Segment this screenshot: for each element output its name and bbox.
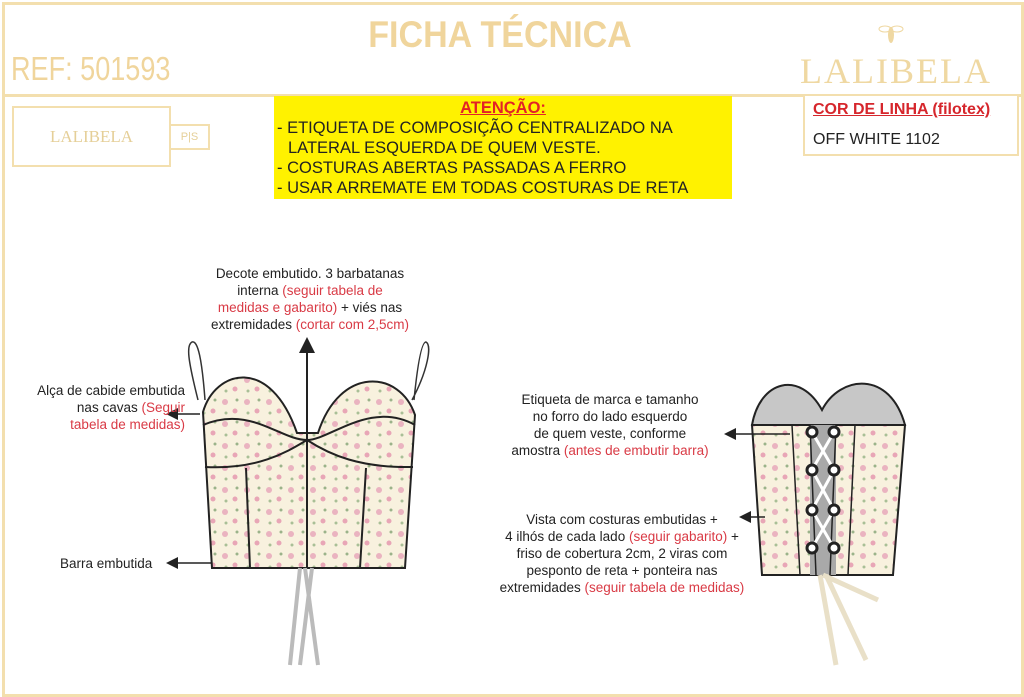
note-red-text: medidas e gabarito) [217, 300, 338, 315]
note-text: interna [237, 283, 283, 298]
note-text: + [727, 529, 739, 544]
note-red-text: (seguir tabela de [282, 283, 383, 298]
note-text: extremidades [210, 317, 296, 332]
thread-color-value: OFF WHITE 1102 [813, 131, 940, 148]
note-line: friso de cobertura 2cm, 2 viras com [516, 546, 728, 561]
brand-logo: LALIBELA [800, 51, 992, 91]
reference-number: REF: 501593 [11, 50, 171, 87]
note-line: Alça de cabide embutida [37, 383, 185, 398]
size-label: P|S [169, 124, 210, 150]
note-text: + viés nas [337, 300, 403, 315]
front-view-garment [187, 341, 430, 666]
note-text: nas cavas [76, 400, 142, 415]
note-red-text: (seguir tabela de medidas) [584, 580, 745, 595]
header-divider [2, 94, 1024, 97]
note-line: Etiqueta de marca e tamanho [521, 392, 699, 407]
etiqueta-note: Etiqueta de marca e tamanho no forro do … [480, 391, 740, 459]
note-line: pesponto de reta + ponteira nas [526, 563, 718, 578]
bee-logo-icon [878, 25, 904, 43]
decote-note: Decote embutido. 3 barbatanas interna (s… [180, 265, 440, 333]
attention-line: - COSTURAS ABERTAS PASSADAS A FERRO [277, 159, 627, 177]
thread-color-box: COR DE LINHA (filotex) OFF WHITE 1102 [803, 96, 1019, 156]
note-line: no forro do lado esquerdo [532, 409, 688, 424]
note-red-text: (seguir gabarito) [628, 529, 728, 544]
note-red-text: (Seguir [141, 400, 185, 415]
note-text: amostra [511, 443, 564, 458]
note-text: extremidades [499, 580, 585, 595]
note-line: de quem veste, conforme [533, 426, 687, 441]
note-line: Decote embutido. 3 barbatanas [215, 266, 405, 281]
attention-title: ATENÇÃO: [460, 99, 546, 117]
thread-color-title: COR DE LINHA (filotex) [813, 101, 991, 118]
vista-note: Vista com costuras embutidas + 4 ilhós d… [472, 511, 772, 596]
page-title: FICHA TÉCNICA [368, 14, 632, 55]
attention-line: - USAR ARREMATE EM TODAS COSTURAS DE RET… [277, 179, 689, 197]
alca-note: Alça de cabide embutida nas cavas (Segui… [10, 382, 185, 433]
note-red-text: (cortar com 2,5cm) [295, 317, 410, 332]
attention-line: - ETIQUETA DE COMPOSIÇÃO CENTRALIZADO NA [277, 119, 673, 137]
back-view-garment [750, 382, 907, 666]
attention-line: LATERAL ESQUERDA DE QUEM VESTE. [288, 139, 601, 157]
note-line: Vista com costuras embutidas + [526, 512, 718, 527]
note-red-text: (antes de embutir barra) [563, 443, 709, 458]
barra-note: Barra embutida [60, 556, 153, 571]
note-red-text: tabela de medidas) [70, 417, 185, 432]
attention-box: ATENÇÃO: - ETIQUETA DE COMPOSIÇÃO CENTRA… [274, 96, 732, 199]
note-text: 4 ilhós de cada lado [505, 529, 629, 544]
